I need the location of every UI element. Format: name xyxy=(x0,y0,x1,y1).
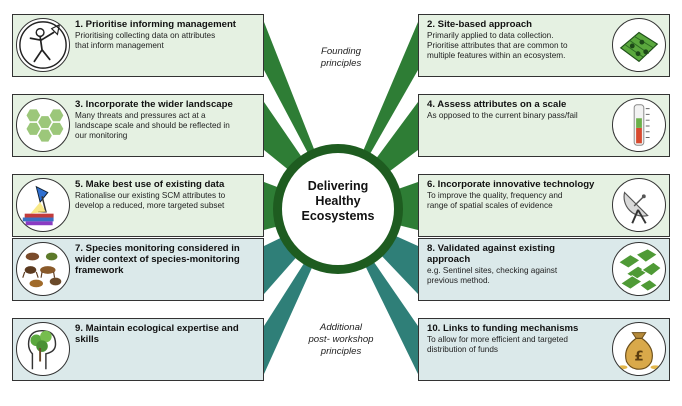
card-7-title-line: 7. Species monitoring considered in xyxy=(75,243,240,254)
additional-line3: principles xyxy=(320,346,362,357)
card-5-description: Rationalise our existing SCM attributes … xyxy=(75,191,257,211)
additional-line1: Additional xyxy=(319,322,363,333)
card-5-title: 5. Make best use of existing data xyxy=(75,179,225,190)
card-10-description: To allow for more efficient and targeted… xyxy=(427,335,607,355)
card-6-description: To improve the quality, frequency and ra… xyxy=(427,191,607,211)
card-3-line: our monitoring xyxy=(75,131,128,140)
center-title: Delivering Healthy Ecosystems xyxy=(282,179,394,224)
card-2-title: 2. Site-based approach xyxy=(427,19,533,30)
card-4-description: As opposed to the current binary pass/fa… xyxy=(427,111,607,121)
site-map-icon xyxy=(612,18,666,72)
principle-card-9: 9. Maintain ecological expertise and ski… xyxy=(12,318,264,381)
principle-card-7: 7. Species monitoring considered in wide… xyxy=(12,238,264,301)
money-bag-icon: £ xyxy=(612,322,666,376)
center-title-line: Healthy xyxy=(315,194,361,208)
satellite-dish-icon xyxy=(612,178,666,232)
card-8-line: e.g. Sentinel sites, checking against xyxy=(427,266,558,275)
card-9-title-line: skills xyxy=(75,334,100,345)
principle-card-5: 5. Make best use of existing data Ration… xyxy=(12,174,264,237)
card-8-title-line: 8. Validated against existing xyxy=(427,243,555,254)
card-5-line: develop a reduced, more targeted subset xyxy=(75,201,225,210)
card-2-line: multiple features within an ecosystem. xyxy=(427,51,566,60)
card-1-description: Prioritising collecting data on attribut… xyxy=(75,31,257,51)
card-1-title: 1. Prioritise informing management xyxy=(75,19,236,30)
card-8-title-line: approach xyxy=(427,254,471,265)
hexagon-landscape-icon xyxy=(16,98,70,152)
principle-card-8: 8. Validated against existing approach e… xyxy=(418,238,670,301)
card-6-title: 6. Incorporate innovative technology xyxy=(427,179,595,190)
founding-line1: Founding xyxy=(320,46,361,57)
tree-head-icon xyxy=(16,322,70,376)
card-3-line: Many threats and pressures act at a xyxy=(75,111,206,120)
card-5-line: Rationalise our existing SCM attributes … xyxy=(75,191,226,200)
card-8-description: e.g. Sentinel sites, checking against pr… xyxy=(427,266,607,286)
svg-text:£: £ xyxy=(634,349,643,365)
card-10-title: 10. Links to funding mechanisms xyxy=(427,323,579,334)
validated-sites-icon xyxy=(612,242,666,296)
animals-icon xyxy=(16,242,70,296)
card-10-line: distribution of funds xyxy=(427,345,499,354)
center-title-line: Delivering xyxy=(307,179,369,193)
principle-card-1: 1. Prioritise informing management Prior… xyxy=(12,14,264,77)
card-7-title-line: framework xyxy=(75,265,124,276)
additional-line2: post- workshop xyxy=(308,334,374,345)
gauge-scale-icon xyxy=(612,98,666,152)
card-7-title-line: wider context of species-monitoring xyxy=(75,254,240,265)
card-8-title: 8. Validated against existing approach xyxy=(427,243,607,265)
card-1-line: that inform management xyxy=(75,41,164,50)
card-1-line: Prioritising collecting data on attribut… xyxy=(75,31,216,40)
principle-card-10: £ 10. Links to funding mechanisms To all… xyxy=(418,318,670,381)
card-8-line: previous method. xyxy=(427,276,490,285)
card-4-title: 4. Assess attributes on a scale xyxy=(427,99,567,110)
founding-line2: principles xyxy=(320,58,362,69)
card-6-line: To improve the quality, frequency and xyxy=(427,191,563,200)
principle-card-6: 6. Incorporate innovative technology To … xyxy=(418,174,670,237)
management-figure-icon xyxy=(16,18,70,72)
card-2-line: Primarily applied to data collection. xyxy=(427,31,554,40)
card-2-line: Prioritise attributes that are common to xyxy=(427,41,568,50)
card-7-title: 7. Species monitoring considered in wide… xyxy=(75,243,257,276)
card-9-title-line: 9. Maintain ecological expertise and xyxy=(75,323,239,334)
card-10-line: To allow for more efficient and targeted xyxy=(427,335,568,344)
founding-principles-label: Founding principles xyxy=(286,46,396,70)
center-circle: Delivering Healthy Ecosystems xyxy=(273,144,403,274)
card-9-title: 9. Maintain ecological expertise and ski… xyxy=(75,323,257,345)
card-4-line: As opposed to the current binary pass/fa… xyxy=(427,111,578,120)
card-2-description: Primarily applied to data collection. Pr… xyxy=(427,31,607,61)
card-3-title: 3. Incorporate the wider landscape xyxy=(75,99,233,110)
principle-card-2: 2. Site-based approach Primarily applied… xyxy=(418,14,670,77)
card-6-line: range of spatial scales of evidence xyxy=(427,201,553,210)
additional-principles-label: Additional post- workshop principles xyxy=(286,322,396,358)
principle-card-4: 4. Assess attributes on a scale As oppos… xyxy=(418,94,670,157)
principle-card-3: 3. Incorporate the wider landscape Many … xyxy=(12,94,264,157)
lamp-books-icon xyxy=(16,178,70,232)
card-3-description: Many threats and pressures act at a land… xyxy=(75,111,257,141)
center-title-line: Ecosystems xyxy=(301,209,375,223)
card-3-line: landscape scale and should be reflected … xyxy=(75,121,230,130)
